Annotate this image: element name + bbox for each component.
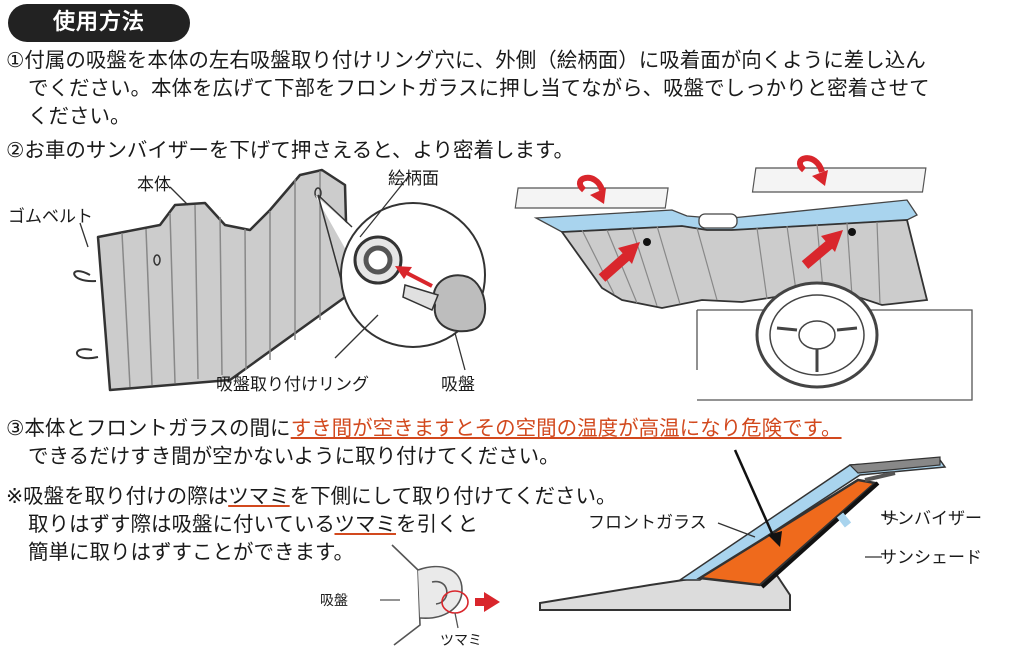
step3-prefix: ③本体とフロントガラスの間に: [6, 416, 291, 440]
note-line3: 簡単に取りはずすことができます。: [28, 540, 354, 564]
windshield-cross-section-illustration: [539, 449, 947, 611]
note-line1-c: を下側にして取り付けてください。: [289, 484, 617, 508]
car-interior-illustration: [514, 155, 973, 401]
note-line2-c: を引くと: [395, 512, 478, 536]
note-line2-knob: ツマミ: [334, 512, 396, 536]
label-sucker: 吸盤: [441, 375, 475, 395]
note-line1-knob: ツマミ: [228, 484, 290, 508]
sucker-knob-illustration: [380, 544, 500, 646]
step3-warning: すき間が空きますとその空間の温度が高温になり危険です。: [290, 416, 842, 440]
step1-line3: ください。: [28, 104, 131, 128]
note-line2-a: 取りはずす際は吸盤に付いている: [28, 512, 335, 536]
label-sun-visor: サンバイザー: [880, 509, 982, 529]
label-sucker-small: 吸盤: [320, 593, 348, 609]
label-sucker-ring: 吸盤取り付けリング: [216, 375, 369, 395]
sunshade-folded-illustration: [73, 168, 486, 392]
label-front-glass: フロントガラス: [588, 513, 707, 533]
note-line1-a: ※吸盤を取り付けの際は: [6, 484, 229, 508]
section-title: 使用方法: [8, 4, 190, 42]
note-line1: ※吸盤を取り付けの際はツマミを下側にして取り付けてください。: [6, 482, 616, 510]
step1-line1: ①付属の吸盤を本体の左右吸盤取り付けリング穴に、外側（絵柄面）に吸着面が向くよう…: [6, 48, 926, 72]
step3-line2: できるだけすき間が空かないように取り付けてください。: [28, 444, 560, 468]
step1-line2: でください。本体を広げて下部をフロントガラスに押し当てながら、吸盤でしっかりと密…: [28, 76, 930, 100]
label-rubber-belt: ゴムベルト: [8, 207, 93, 227]
label-knob: ツマミ: [440, 633, 482, 649]
step3-line1: ③本体とフロントガラスの間にすき間が空きますとその空間の温度が高温になり危険です…: [6, 414, 842, 442]
label-pattern-side: 絵柄面: [388, 169, 439, 189]
label-sunshade: サンシェード: [880, 548, 982, 568]
note-line2: 取りはずす際は吸盤に付いているツマミを引くと: [28, 510, 478, 538]
step2-line1: ②お車のサンバイザーを下げて押さえると、より密着します。: [6, 138, 574, 162]
label-body: 本体: [137, 175, 171, 195]
